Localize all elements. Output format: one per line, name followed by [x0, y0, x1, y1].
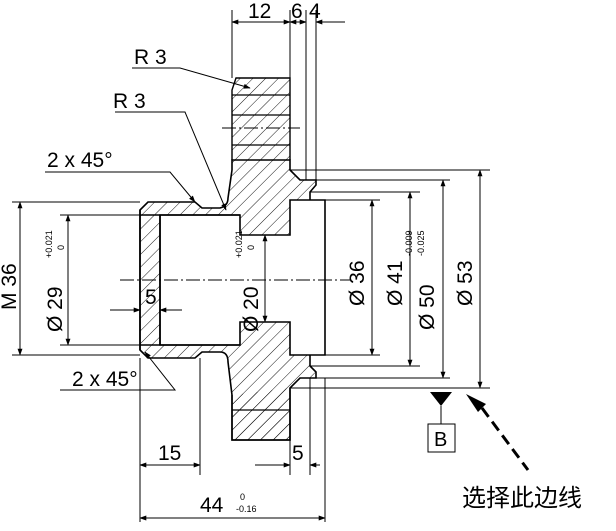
- d53-label: Ø 53: [454, 260, 477, 306]
- r3-lower-label: R 3: [113, 90, 146, 113]
- len44-tol-upper: 0: [240, 492, 245, 502]
- len44-tol-lower: -0.16: [236, 504, 257, 514]
- annotation-arrowhead: [466, 394, 486, 412]
- annotation-text: 选择此边线: [462, 484, 582, 512]
- gear-tooth-top: [231, 77, 291, 160]
- chamfer-bottom-label: 2 x 45°: [72, 368, 138, 391]
- d50-label: Ø 50: [416, 284, 439, 330]
- r3-upper-label: R 3: [134, 46, 167, 69]
- dim-6: 6: [291, 0, 303, 23]
- d29-tol-lower: 0: [56, 245, 66, 250]
- datum-b[interactable]: B: [427, 392, 456, 453]
- d20-tol-lower: 0: [246, 245, 256, 250]
- gear-tooth-bottom: [231, 388, 291, 441]
- d20-label: Ø 20: [240, 286, 263, 332]
- edge-selection-annotation: 选择此边线: [462, 394, 582, 512]
- d36-label: Ø 36: [346, 260, 369, 306]
- d29-label: Ø 29: [44, 286, 67, 332]
- m36-label: M 36: [0, 263, 21, 310]
- d50-tol-lower: -0.025: [416, 230, 426, 256]
- d41-label: Ø 41: [384, 260, 407, 306]
- datum-triangle: [430, 392, 452, 406]
- len5-left-label: 5: [145, 286, 157, 309]
- len15-label: 15: [158, 442, 181, 465]
- len44-label: 44: [200, 494, 224, 517]
- dim-4: 4: [309, 0, 321, 23]
- dim-12: 12: [248, 0, 271, 23]
- d50-tol-upper: -0.009: [404, 230, 414, 256]
- d29-tol-upper: +0.021: [44, 230, 54, 258]
- dimensions: [12, 10, 490, 522]
- dimension-labels: 12 6 4 R 3 R 3 2 x 45° 2 x 45° M 36 Ø 29…: [0, 0, 477, 517]
- datum-label: B: [434, 429, 447, 451]
- d20-tol-upper: +0.021: [234, 230, 244, 258]
- chamfer-top-label: 2 x 45°: [47, 149, 113, 172]
- annotation-leader: [480, 407, 530, 471]
- part-section: [120, 77, 350, 441]
- section-hatch: [140, 160, 325, 440]
- datum-box: [427, 423, 456, 453]
- len5-bottom-label: 5: [292, 442, 304, 465]
